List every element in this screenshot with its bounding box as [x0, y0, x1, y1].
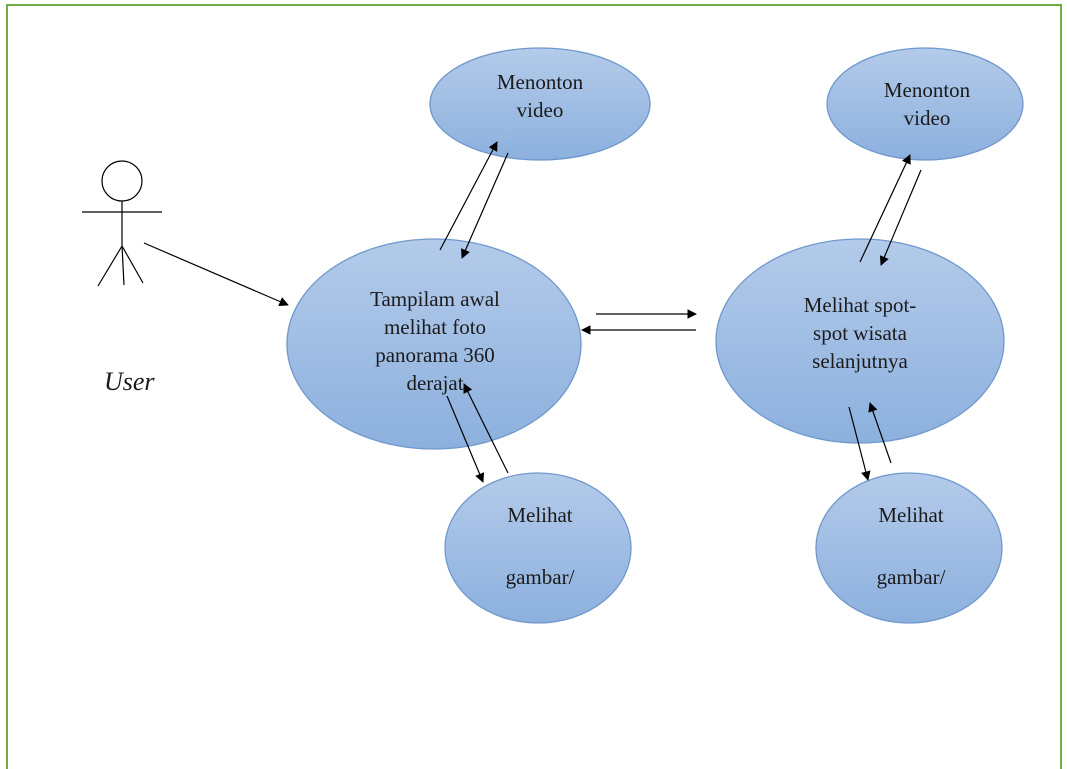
- arrow-spots-to-video-right: [859, 154, 911, 263]
- use-case-spots-ellipse: [715, 238, 1005, 444]
- use-case-video-right-ellipse: [826, 47, 1024, 161]
- arrow-video-right-to-spots: [879, 169, 922, 266]
- use-case-image-left-line2: gambar/: [505, 565, 575, 589]
- actor-leg-inner: [121, 245, 125, 286]
- use-case-image-left-line1: Melihat: [507, 503, 573, 527]
- use-case-video-left-label: Menonton video: [496, 70, 584, 122]
- actor-leg-right: [121, 245, 144, 284]
- use-case-video-left-ellipse: [429, 47, 651, 161]
- diagram-frame: [6, 4, 1062, 769]
- use-case-main-ellipse: [286, 238, 582, 450]
- arrow-user-to-main: [143, 242, 289, 306]
- arrow-main-to-image-left: [446, 395, 485, 483]
- use-case-video-right-label: Menonton video: [883, 78, 971, 130]
- use-case-image-right-line1: Melihat: [878, 503, 944, 527]
- arrow-video-left-to-main: [461, 152, 509, 259]
- arrow-image-right-to-spots: [868, 402, 892, 464]
- use-case-image-right-ellipse: [815, 472, 1003, 624]
- actor-head: [101, 160, 143, 202]
- arrow-image-left-to-main: [463, 383, 509, 474]
- arrow-spots-to-image-right: [848, 406, 871, 481]
- use-case-image-left-ellipse: [444, 472, 632, 624]
- arrow-main-to-video-left: [439, 141, 498, 251]
- actor-figure: [82, 160, 162, 287]
- use-case-main-label: Tampilam awal melihat foto panorama 360 …: [370, 287, 500, 395]
- actor-label: User: [104, 367, 155, 396]
- use-case-image-right-line2: gambar/: [876, 565, 946, 589]
- actor-leg-left: [97, 245, 123, 287]
- use-case-spots-label: Melihat spot- spot wisata selanjutnya: [803, 293, 917, 373]
